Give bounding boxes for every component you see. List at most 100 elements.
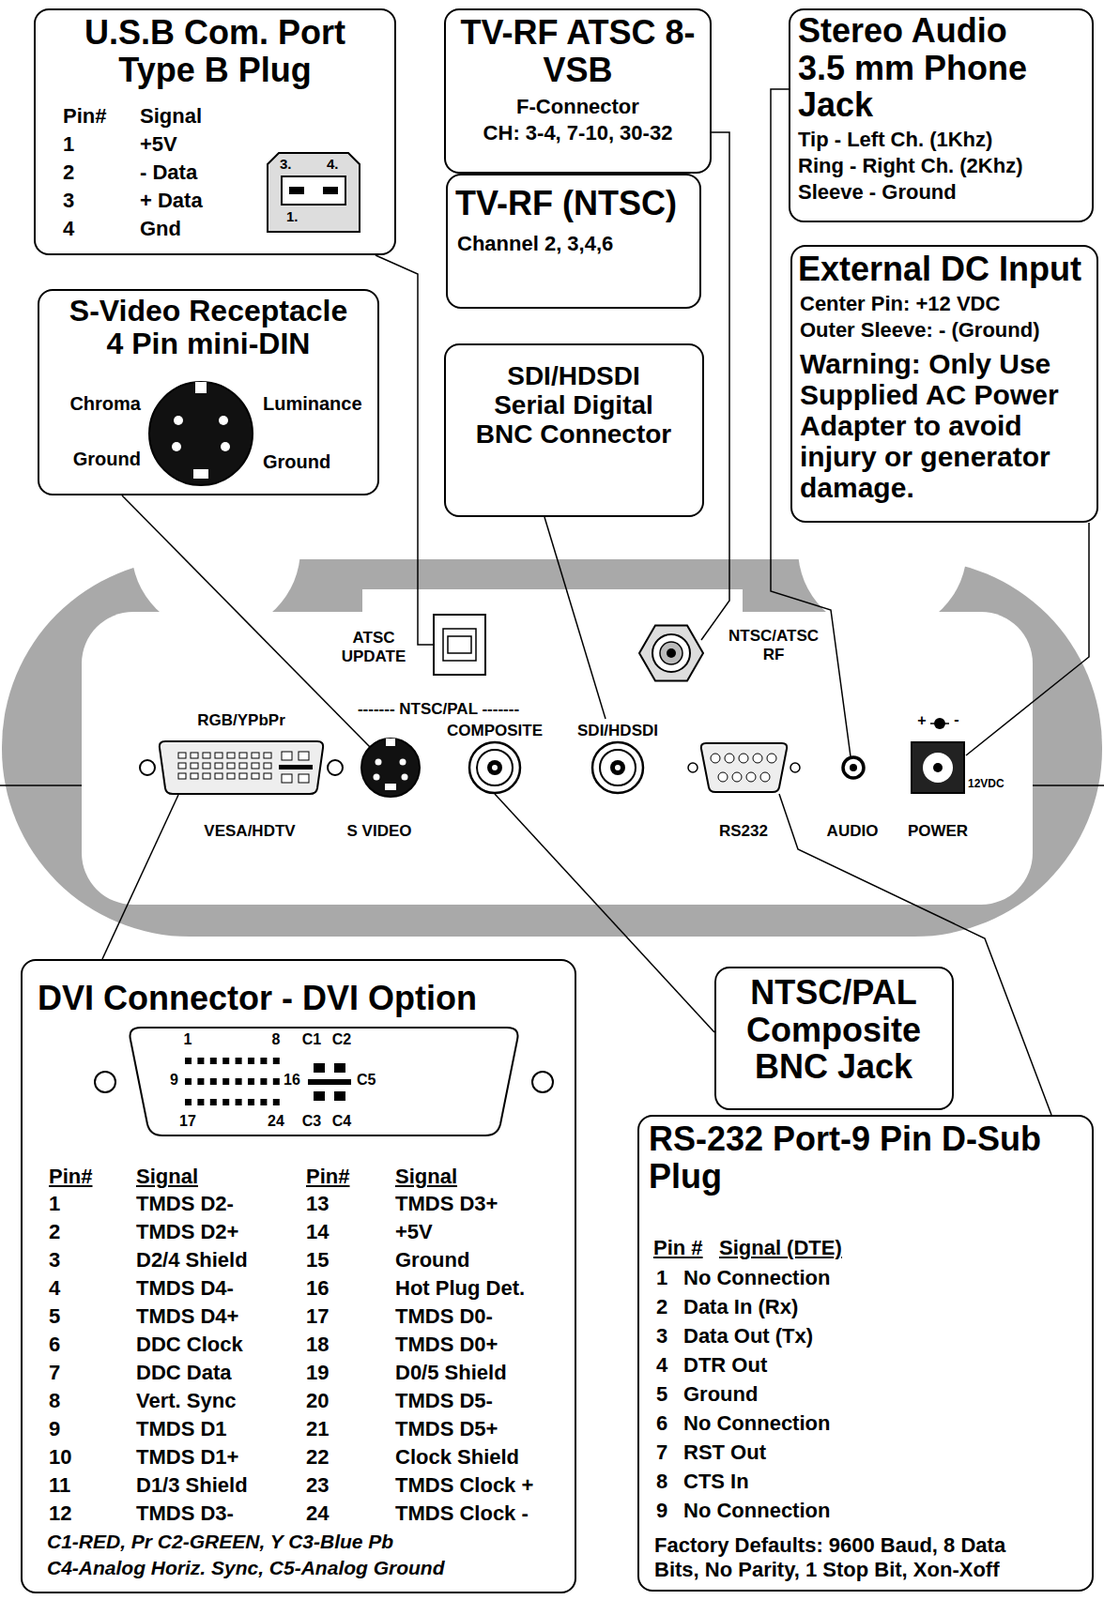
pin-number: 17 bbox=[179, 1113, 197, 1131]
table-header: Signal (DTE) bbox=[719, 1236, 843, 1260]
housing-cutout bbox=[131, 464, 301, 634]
port-label: SDI/HDSDI bbox=[577, 721, 659, 741]
dvi-port bbox=[139, 741, 343, 795]
leader-lines bbox=[102, 89, 1089, 1116]
pin-number: 10 bbox=[48, 1445, 72, 1470]
callout-box: External DC InputCenter Pin: +12 VDCOute… bbox=[790, 245, 1099, 523]
pin-number: 18 bbox=[306, 1333, 329, 1357]
port-label: AUDIO bbox=[827, 822, 879, 842]
signal-name: TMDS Clock + bbox=[395, 1473, 534, 1498]
port-label: ------- NTSC/PAL ------- bbox=[357, 700, 520, 720]
pin-number: 11 bbox=[48, 1473, 71, 1498]
pin-number: 9 bbox=[48, 1417, 61, 1442]
pin-number: 22 bbox=[306, 1445, 329, 1470]
callout-box: TV-RF (NTSC)Channel 2, 3,4,6 bbox=[445, 173, 702, 309]
pin-number: 16 bbox=[283, 1072, 301, 1089]
pin-number: 3. bbox=[279, 155, 292, 172]
callout-body: Ring - Right Ch. (2Khz) bbox=[797, 153, 1089, 179]
signal-name: Clock Shield bbox=[395, 1445, 520, 1470]
signal-name: - Data bbox=[139, 160, 198, 184]
pin-number: 9 bbox=[169, 1072, 179, 1089]
signal-name: TMDS D2+ bbox=[136, 1220, 239, 1244]
pin-number: C3 bbox=[302, 1113, 322, 1131]
callout-body: Tip - Left Ch. (1Khz) bbox=[797, 127, 1089, 153]
signal-name: Vert. Sync bbox=[136, 1389, 236, 1413]
pin-number: 15 bbox=[306, 1248, 329, 1273]
signal-name: DTR Out bbox=[683, 1353, 767, 1378]
pin-number: 2 bbox=[656, 1295, 668, 1319]
pin-number: 8 bbox=[48, 1389, 61, 1413]
signal-name: TMDS D1 bbox=[136, 1417, 228, 1442]
pin-name: Ground bbox=[262, 451, 331, 474]
signal-name: D1/3 Shield bbox=[136, 1473, 248, 1498]
table-header: Pin# bbox=[48, 1165, 92, 1189]
signal-name: +5V bbox=[139, 132, 178, 156]
pin-number: C1 bbox=[302, 1031, 322, 1049]
pin-number: 16 bbox=[306, 1276, 329, 1301]
edge-line bbox=[0, 784, 82, 787]
polarity-sign: + bbox=[917, 712, 926, 730]
callout-heading: SDI/HDSDI Serial Digital BNC Connector bbox=[472, 362, 675, 449]
pin-number: 13 bbox=[306, 1192, 329, 1216]
table-note: C4-Analog Horiz. Sync, C5-Analog Ground bbox=[46, 1557, 445, 1580]
bnc-jack bbox=[469, 742, 521, 794]
signal-name: No Connection bbox=[683, 1499, 830, 1523]
pin-number: 17 bbox=[306, 1304, 329, 1329]
polarity-sign: - bbox=[953, 711, 959, 729]
port-label: COMPOSITE bbox=[446, 721, 543, 741]
pin-number: 1. bbox=[286, 208, 299, 225]
pin-name: Luminance bbox=[262, 393, 363, 415]
callout-body: Factory Defaults: 9600 Baud, 8 Data Bits… bbox=[654, 1533, 1040, 1584]
callout-heading: TV-RF (NTSC) bbox=[455, 184, 695, 223]
callout-heading: External DC Input bbox=[797, 250, 1093, 289]
callout-body: CH: 3-4, 7-10, 30-32 bbox=[453, 121, 703, 146]
callout-heading: TV-RF ATSC 8-VSB bbox=[453, 14, 703, 89]
callout-box: NTSC/PAL Composite BNC Jack bbox=[714, 966, 954, 1111]
callout-body: Sleeve - Ground bbox=[797, 180, 1089, 205]
signal-name: TMDS Clock - bbox=[395, 1502, 529, 1526]
signal-name: DDC Clock bbox=[136, 1333, 244, 1357]
pin-number: C5 bbox=[356, 1072, 376, 1089]
pin-number: 3 bbox=[656, 1324, 668, 1349]
pin-number: 1 bbox=[62, 132, 75, 156]
table-header: Signal bbox=[139, 104, 202, 128]
callout-heading: NTSC/PAL Composite BNC Jack bbox=[725, 974, 942, 1087]
pin-number: 23 bbox=[306, 1473, 329, 1498]
pin-name: Ground bbox=[73, 448, 141, 471]
signal-name: TMDS D0+ bbox=[395, 1333, 498, 1357]
edge-line bbox=[1032, 784, 1104, 787]
signal-name: Ground bbox=[395, 1248, 470, 1273]
usb-port bbox=[433, 614, 486, 675]
pin-number: 20 bbox=[306, 1389, 329, 1413]
table-header: Signal bbox=[395, 1165, 458, 1189]
s-video-port bbox=[361, 738, 420, 798]
pin-number: 7 bbox=[656, 1441, 668, 1465]
f-connector bbox=[639, 626, 704, 682]
pin-name: Chroma bbox=[69, 393, 141, 415]
usb-b-icon bbox=[267, 153, 360, 232]
pin-number: 4 bbox=[656, 1353, 668, 1378]
pin-number: 1 bbox=[656, 1266, 668, 1290]
pin-number: 3 bbox=[48, 1248, 61, 1273]
callout-body: F-Connector bbox=[453, 94, 703, 120]
callout-box: TV-RF ATSC 8-VSB F-ConnectorCH: 3-4, 7-10… bbox=[444, 8, 712, 174]
pin-number: 6 bbox=[48, 1333, 61, 1357]
pin-number: 9 bbox=[656, 1499, 668, 1523]
pin-number: 24 bbox=[267, 1113, 285, 1131]
signal-name: No Connection bbox=[683, 1266, 830, 1290]
table-header: Pin# bbox=[306, 1165, 350, 1189]
callout-body: Warning: Only Use Supplied AC Power Adap… bbox=[799, 348, 1087, 504]
table-header: Pin # bbox=[653, 1236, 704, 1260]
pin-number: 5 bbox=[48, 1304, 61, 1329]
pin-number: 4. bbox=[326, 155, 339, 172]
signal-name: TMDS D4+ bbox=[136, 1304, 239, 1329]
db9-port bbox=[688, 743, 800, 793]
callout-box: Stereo Audio 3.5 mm Phone JackTip - Left… bbox=[788, 8, 1094, 223]
callout-heading: U.S.B Com. Port Type B Plug bbox=[74, 14, 356, 89]
audio-jack bbox=[843, 757, 864, 779]
pin-number: 21 bbox=[306, 1417, 329, 1442]
pin-number: 4 bbox=[62, 216, 75, 241]
pin-number: 12 bbox=[48, 1502, 72, 1526]
signal-name: RST Out bbox=[683, 1441, 767, 1465]
pin-number: 1 bbox=[184, 1031, 193, 1049]
